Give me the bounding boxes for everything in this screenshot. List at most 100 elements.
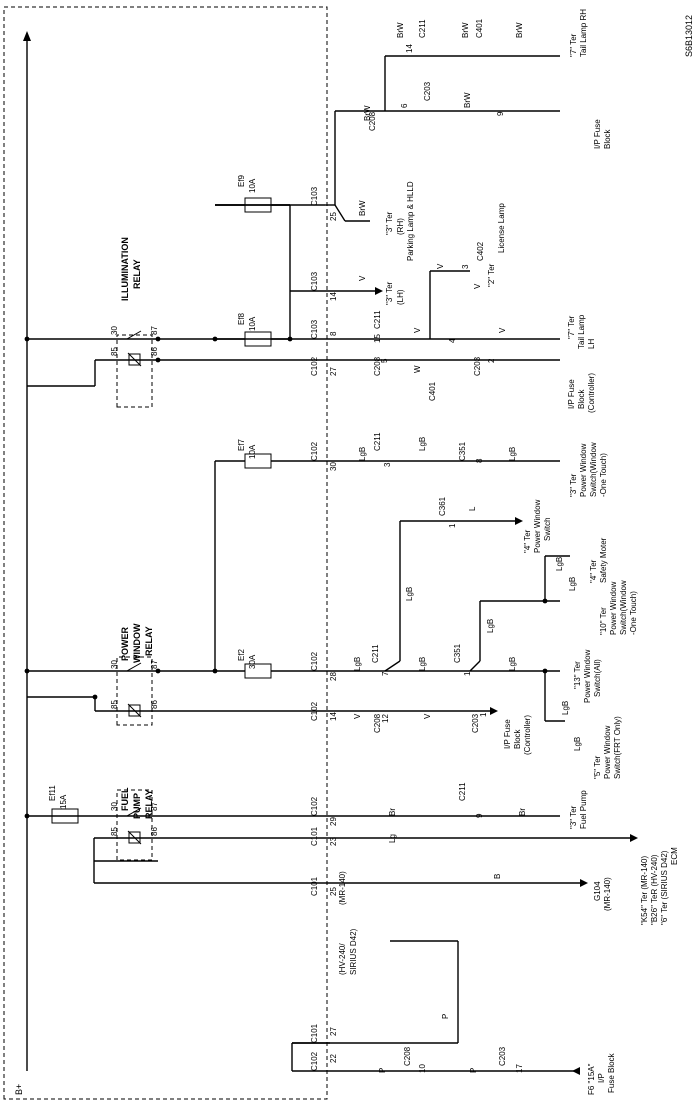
svg-text:(Controller): (Controller) bbox=[523, 715, 532, 755]
svg-text:C203: C203 bbox=[471, 713, 480, 733]
svg-text:C103: C103 bbox=[310, 271, 319, 291]
svg-text:14: 14 bbox=[329, 292, 338, 301]
svg-text:Ef8: Ef8 bbox=[237, 312, 246, 325]
svg-text:3: 3 bbox=[461, 264, 470, 269]
svg-text:PUMP: PUMP bbox=[132, 793, 142, 819]
svg-text:"6" Ter (SIRIUS D42): "6" Ter (SIRIUS D42) bbox=[660, 850, 669, 925]
svg-text:10A: 10A bbox=[248, 444, 257, 459]
svg-text:I/P Fuse: I/P Fuse bbox=[567, 379, 576, 409]
svg-text:C203: C203 bbox=[498, 1046, 507, 1066]
svg-text:BrW: BrW bbox=[396, 22, 405, 38]
svg-text:(Controller): (Controller) bbox=[587, 373, 596, 413]
svg-text:C102: C102 bbox=[310, 796, 319, 816]
svg-text:15A: 15A bbox=[59, 794, 68, 809]
svg-text:License Lamp: License Lamp bbox=[497, 203, 506, 253]
fuse-ef2: Ef2 30A bbox=[215, 648, 560, 679]
svg-text:Switch(FRT Only): Switch(FRT Only) bbox=[613, 716, 622, 779]
svg-text:LgB: LgB bbox=[561, 701, 570, 715]
illumination-relay-box bbox=[116, 334, 153, 408]
svg-text:85: 85 bbox=[110, 827, 119, 836]
svg-text:87: 87 bbox=[150, 802, 159, 811]
svg-text:P: P bbox=[378, 1068, 387, 1073]
fuel-pump-relay: FUEL PUMP RELAY 30 85 86 87 bbox=[24, 787, 159, 861]
svg-text:LgB: LgB bbox=[555, 557, 564, 571]
svg-text:P: P bbox=[441, 1014, 450, 1019]
svg-text:LgB: LgB bbox=[508, 447, 517, 461]
svg-text:12: 12 bbox=[381, 714, 390, 723]
svg-text:87: 87 bbox=[150, 660, 159, 669]
b-plus-bus-arrow bbox=[23, 31, 31, 41]
svg-text:C103: C103 bbox=[310, 319, 319, 339]
svg-text:"4" Ter: "4" Ter bbox=[523, 529, 532, 553]
illumination-relay-coil bbox=[128, 353, 141, 366]
svg-text:C361: C361 bbox=[438, 496, 447, 516]
svg-text:BrW: BrW bbox=[463, 92, 472, 108]
svg-text:C101: C101 bbox=[310, 826, 319, 846]
svg-text:14: 14 bbox=[329, 712, 338, 721]
svg-text:"4" Ter: "4" Ter bbox=[589, 559, 598, 583]
svg-text:2: 2 bbox=[487, 358, 496, 363]
svg-text:"B26" TeR (HV-240): "B26" TeR (HV-240) bbox=[650, 854, 659, 925]
svg-text:15: 15 bbox=[373, 334, 382, 343]
svg-text:V: V bbox=[436, 263, 445, 269]
svg-text:C211: C211 bbox=[418, 19, 427, 38]
svg-text:Block: Block bbox=[577, 388, 586, 409]
svg-text:C211: C211 bbox=[458, 782, 467, 801]
svg-text:LH: LH bbox=[587, 339, 596, 349]
svg-text:Power Window: Power Window bbox=[603, 725, 612, 779]
svg-text:"3" Ter: "3" Ter bbox=[385, 211, 394, 235]
svg-text:(MR-140): (MR-140) bbox=[603, 877, 612, 911]
svg-text:Br: Br bbox=[388, 808, 397, 816]
svg-text:C402: C402 bbox=[476, 241, 485, 261]
svg-text:85: 85 bbox=[110, 700, 119, 709]
svg-text:SIRIUS D42): SIRIUS D42) bbox=[349, 928, 358, 975]
svg-text:86: 86 bbox=[150, 347, 159, 356]
svg-text:Fuel Pump: Fuel Pump bbox=[579, 790, 588, 829]
svg-text:LgB: LgB bbox=[573, 737, 582, 751]
svg-text:25: 25 bbox=[329, 887, 338, 896]
svg-text:6: 6 bbox=[400, 103, 409, 108]
svg-text:LgB: LgB bbox=[568, 577, 577, 591]
svg-text:C203: C203 bbox=[473, 356, 482, 376]
svg-text:C101: C101 bbox=[310, 876, 319, 896]
svg-text:1: 1 bbox=[479, 712, 488, 717]
svg-text:7: 7 bbox=[381, 671, 390, 676]
svg-text:I/P Fuse: I/P Fuse bbox=[593, 119, 602, 149]
svg-text:Ef2: Ef2 bbox=[237, 648, 246, 661]
svg-text:LgB: LgB bbox=[418, 437, 427, 451]
b-plus-label: B+ bbox=[14, 1084, 24, 1095]
svg-text:30: 30 bbox=[110, 326, 119, 335]
svg-text:L: L bbox=[468, 506, 477, 511]
svg-text:Safety Moter: Safety Moter bbox=[599, 537, 608, 583]
svg-text:C102: C102 bbox=[310, 356, 319, 376]
svg-text:BrW: BrW bbox=[358, 200, 367, 216]
svg-text:BrW: BrW bbox=[461, 22, 470, 38]
engine-room-boundary bbox=[3, 6, 328, 1100]
svg-text:C102: C102 bbox=[310, 651, 319, 671]
svg-text:17: 17 bbox=[515, 1064, 524, 1073]
fuse-ef11: Ef11 15A bbox=[48, 785, 79, 824]
svg-text:Block: Block bbox=[603, 128, 612, 149]
illumination-relay-title: ILLUMINATION bbox=[120, 237, 130, 301]
svg-text:10A: 10A bbox=[248, 316, 257, 331]
svg-text:(LH): (LH) bbox=[396, 289, 405, 305]
svg-text:LgB: LgB bbox=[508, 657, 517, 671]
svg-text:BrW: BrW bbox=[515, 22, 524, 38]
svg-text:RELAY: RELAY bbox=[144, 626, 154, 656]
svg-text:LgB: LgB bbox=[353, 657, 362, 671]
svg-text:C351: C351 bbox=[453, 643, 462, 663]
svg-text:I/P Fuse: I/P Fuse bbox=[503, 719, 512, 749]
svg-text:30: 30 bbox=[329, 462, 338, 471]
svg-text:10: 10 bbox=[418, 1064, 427, 1073]
svg-text:(MR-140): (MR-140) bbox=[338, 871, 347, 905]
svg-text:Switch: Switch bbox=[543, 517, 552, 541]
svg-text:30: 30 bbox=[110, 660, 119, 669]
svg-text:4: 4 bbox=[448, 338, 457, 343]
svg-text:30: 30 bbox=[110, 802, 119, 811]
svg-text:BrW: BrW bbox=[363, 105, 372, 121]
svg-text:Power Window: Power Window bbox=[579, 443, 588, 497]
svg-text:C211: C211 bbox=[373, 310, 382, 329]
svg-text:8: 8 bbox=[475, 458, 484, 463]
svg-text:Power Window: Power Window bbox=[533, 499, 542, 553]
